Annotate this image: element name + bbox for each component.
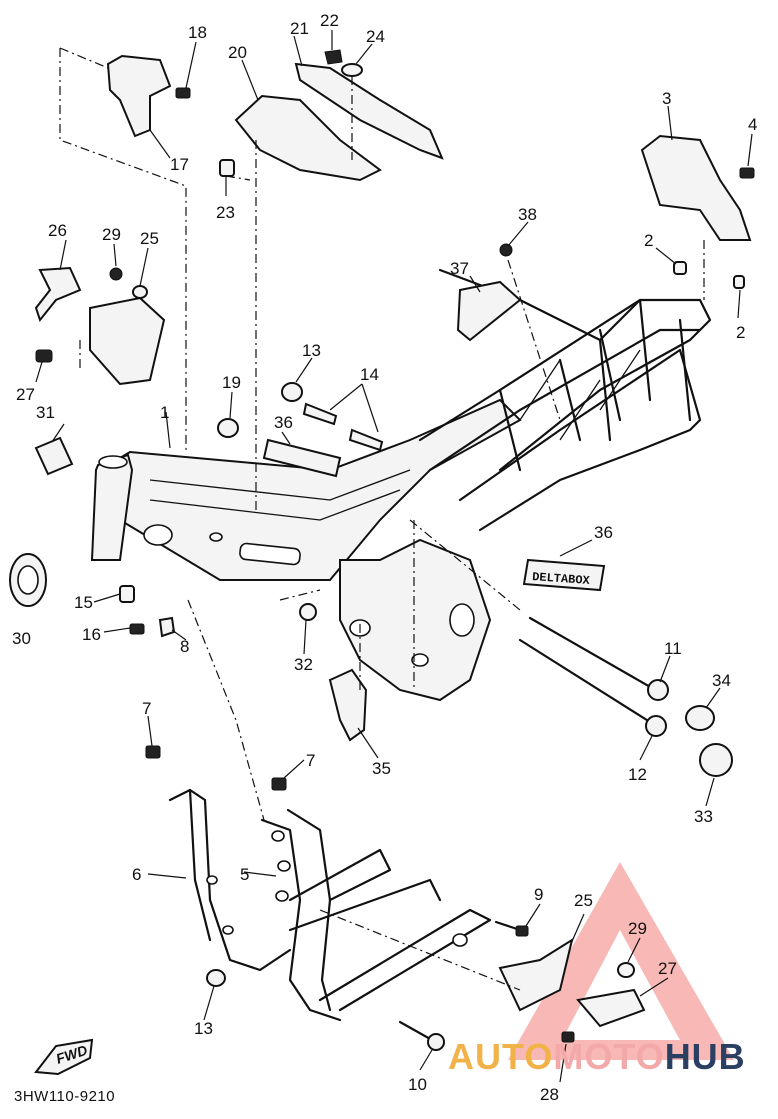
callout-13a: 13 [302,341,321,360]
callout-8: 8 [180,637,189,656]
callout-16: 16 [82,625,101,644]
callout-10: 10 [408,1075,427,1094]
callout-36a: 36 [274,413,293,432]
callout-5: 5 [240,865,249,884]
callout-38: 38 [518,205,537,224]
callout-6: 6 [132,865,141,884]
callout-15: 15 [74,593,93,612]
callout-30: 30 [12,629,31,648]
small-parts [9,49,755,1051]
callout-2a: 2 [644,231,653,250]
callout-21: 21 [290,19,309,38]
callout-36b: 36 [594,523,613,542]
callout-18: 18 [188,23,207,42]
watermark-hub: HUB [664,1036,746,1077]
callout-20: 20 [228,43,247,62]
callout-13b: 13 [194,1019,213,1038]
watermark-auto: AUTO [448,1036,554,1077]
callout-17: 17 [170,155,189,174]
callout-29b: 29 [628,919,647,938]
callout-7b: 7 [306,751,315,770]
fwd-arrow-badge: FWD [34,1038,94,1076]
callout-26: 25 [140,229,159,248]
callout-7a: 7 [142,699,151,718]
callout-9: 9 [534,885,543,904]
callout-4: 4 [748,115,757,134]
deltabox-decal: DELTABOX [522,558,606,592]
callout-numbers: 18 21 22 24 20 17 23 3 4 2 2 38 37 26 29… [12,11,757,1104]
callout-34: 34 [712,671,731,690]
callout-37: 37 [450,259,469,278]
callout-29a: 29 [102,225,121,244]
callout-22: 22 [320,11,339,30]
callout-28a: 27 [16,385,35,404]
watermark-text: AUTOMOTOHUB [448,1036,746,1078]
callout-11: 11 [664,639,682,658]
deltabox-label: DELTABOX [532,570,591,588]
callout-14: 14 [360,365,379,384]
lower-rear-frame [168,788,492,1022]
callout-1: 1 [160,403,169,422]
callout-33: 33 [694,807,713,826]
callout-35: 35 [372,759,391,778]
callout-27b: 27 [658,959,677,978]
callout-32: 32 [294,655,313,674]
callout-24: 24 [366,27,385,46]
callout-28b: 28 [540,1085,559,1104]
part-reference-code: 3HW110-9210 [14,1088,116,1105]
callout-3: 3 [662,89,671,108]
leader-lines [35,30,753,1083]
callout-25: 25 [574,891,593,910]
callout-31: 31 [36,403,55,422]
watermark-logo-triangle [508,862,734,1060]
callout-2b: 2 [736,323,745,342]
main-frame [90,268,712,702]
callout-19: 19 [222,373,241,392]
callout-27a: 26 [48,221,67,240]
assembly-lines [59,47,705,991]
watermark-moto: MOTO [553,1036,665,1077]
callout-12: 12 [628,765,647,784]
callout-23: 23 [216,203,235,222]
